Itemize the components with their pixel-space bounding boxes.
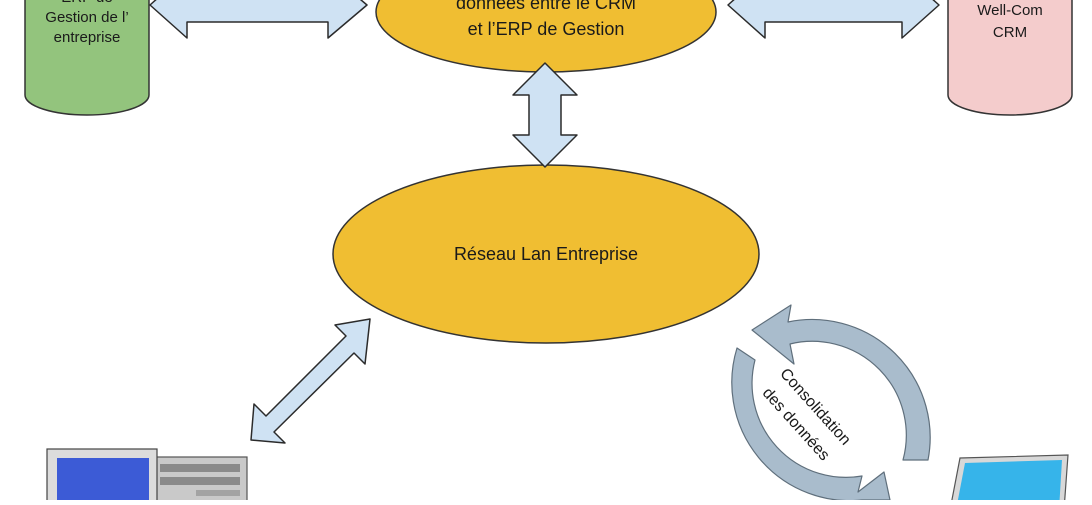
sync-label-line: données entre le CRM bbox=[455, 0, 637, 13]
erp-label-line: entreprise bbox=[53, 29, 121, 46]
lan-desktop-arrow bbox=[250, 318, 371, 444]
desktop-computer-icon bbox=[46, 448, 248, 505]
sync-lan-arrow bbox=[512, 62, 578, 168]
laptop-icon bbox=[950, 454, 1069, 505]
erp-label-line: ERP de bbox=[25, 0, 149, 8]
cycle-arrows-icon bbox=[731, 304, 931, 502]
sync-label: données entre le CRM et l’ERP de Gestion bbox=[396, 0, 696, 42]
erp-label-line: Gestion de l’ bbox=[45, 9, 129, 26]
lan-label: Réseau Lan Entreprise bbox=[453, 244, 639, 264]
sync-crm-arrow bbox=[727, 0, 940, 39]
crm-label-line: Well-Com bbox=[977, 2, 1043, 19]
erp-label: ERP de Gestion de l’ entreprise bbox=[25, 0, 149, 48]
erp-sync-arrow bbox=[149, 0, 368, 39]
crm-label: Well-Com CRM bbox=[948, 0, 1072, 44]
crm-label-line: CRM bbox=[992, 24, 1028, 41]
erp-database-cylinder bbox=[24, 0, 150, 116]
crm-database-cylinder bbox=[947, 0, 1073, 116]
sync-label-line: et l’ERP de Gestion bbox=[467, 19, 625, 39]
